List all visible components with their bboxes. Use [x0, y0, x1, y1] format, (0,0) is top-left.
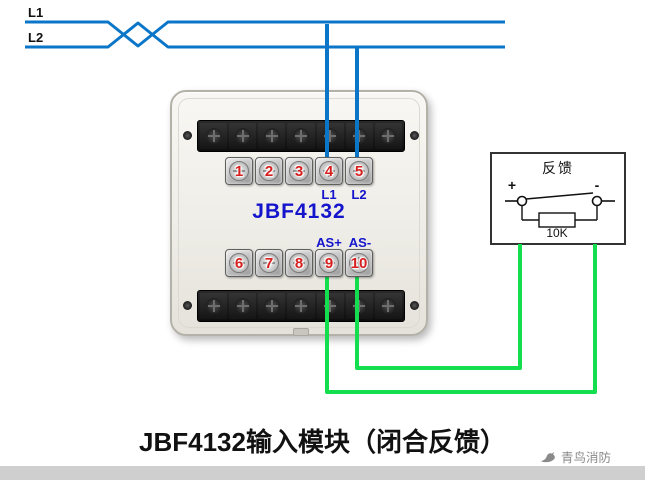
- screw-icon: [229, 253, 249, 273]
- wire-terminal-9-to-feedback-minus: [325, 244, 597, 394]
- bird-logo-icon: [540, 451, 555, 462]
- module-label-as-plus: AS+: [316, 235, 342, 250]
- screw-cross-icon: [380, 128, 397, 144]
- terminal-number: 1: [234, 163, 244, 180]
- strip-screw: [258, 293, 286, 319]
- terminal-number: 10: [350, 255, 368, 272]
- module-label-l1: L1: [321, 187, 337, 202]
- terminal-number: 4: [324, 163, 334, 180]
- strip-screw: [374, 293, 402, 319]
- feedback-title: 反馈: [542, 160, 574, 176]
- terminal-1: 1: [225, 157, 253, 185]
- strip-screw: [200, 123, 228, 149]
- strip-screw: [374, 123, 402, 149]
- terminal-7: 7: [255, 249, 283, 277]
- strip-screw: [258, 123, 286, 149]
- module-model-name: JBF4132: [252, 200, 346, 223]
- screw-icon: [319, 161, 339, 181]
- input-module: 1 2 3 4 5 L1 L2 JBF4132 AS+ AS- 6 7 8 9 …: [170, 90, 428, 336]
- screw-icon: [259, 253, 279, 273]
- mount-screw: [410, 301, 419, 310]
- terminal-6: 6: [225, 249, 253, 277]
- bus-label-l2: L2: [28, 30, 44, 45]
- screw-cross-icon: [205, 298, 222, 314]
- terminal-5: 5: [345, 157, 373, 185]
- diagram-caption: JBF4132输入模块（闭合反馈）: [139, 427, 506, 457]
- module-label-as-minus: AS-: [348, 235, 372, 250]
- mount-screw: [183, 301, 192, 310]
- terminal-number: 5: [354, 163, 364, 180]
- screw-cross-icon: [263, 298, 280, 314]
- strip-screw: [345, 293, 373, 319]
- wire-terminal-10-to-feedback-plus: [355, 244, 522, 370]
- wire-bus-l2: [25, 21, 505, 49]
- bottom-gray-bar: [0, 466, 645, 480]
- terminal-2: 2: [255, 157, 283, 185]
- screw-cross-icon: [234, 128, 251, 144]
- screw-icon: [349, 161, 369, 181]
- mount-screw: [410, 131, 419, 140]
- screw-cross-icon: [380, 298, 397, 314]
- terminal-9: 9: [315, 249, 343, 277]
- terminal-number: 9: [324, 255, 334, 272]
- screw-icon: [289, 253, 309, 273]
- resistor-symbol: [538, 212, 576, 228]
- strip-screw: [287, 293, 315, 319]
- feedback-minus-sign: -: [594, 177, 600, 193]
- terminal-number: 7: [264, 255, 274, 272]
- terminal-3: 3: [285, 157, 313, 185]
- brand-watermark-text: 青鸟消防: [561, 451, 612, 465]
- feedback-contact-box: 反馈 + - 10K: [490, 152, 626, 245]
- module-tab: [293, 328, 309, 336]
- resistor-value-label: 10K: [546, 226, 568, 240]
- terminal-number: 3: [294, 163, 304, 180]
- screw-icon: [319, 253, 339, 273]
- screw-cross-icon: [205, 128, 222, 144]
- terminal-10: 10: [345, 249, 373, 277]
- feedback-plus-sign: +: [507, 177, 517, 193]
- terminal-4: 4: [315, 157, 343, 185]
- bus-label-l1: L1: [28, 5, 44, 20]
- screw-icon: [259, 161, 279, 181]
- strip-screw: [200, 293, 228, 319]
- screw-cross-icon: [234, 298, 251, 314]
- screw-cross-icon: [292, 128, 309, 144]
- strip-screw: [229, 123, 257, 149]
- strip-screw: [287, 123, 315, 149]
- screw-icon: [349, 253, 369, 273]
- module-label-l2: L2: [351, 187, 367, 202]
- screw-cross-icon: [263, 128, 280, 144]
- strip-screw: [229, 293, 257, 319]
- screw-cross-icon: [292, 298, 309, 314]
- mount-screw: [183, 131, 192, 140]
- terminal-strip-bottom: [197, 290, 405, 322]
- screw-icon: [289, 161, 309, 181]
- terminal-number: 8: [294, 255, 304, 272]
- terminal-number: 6: [234, 255, 244, 272]
- terminal-number: 2: [264, 163, 274, 180]
- terminal-8: 8: [285, 249, 313, 277]
- wire-bus-l1: [25, 20, 505, 48]
- strip-screw: [345, 123, 373, 149]
- brand-watermark: 青鸟消防: [540, 447, 611, 466]
- module-lid-seam: [178, 98, 420, 328]
- switch-symbol: [505, 192, 615, 228]
- screw-icon: [229, 161, 249, 181]
